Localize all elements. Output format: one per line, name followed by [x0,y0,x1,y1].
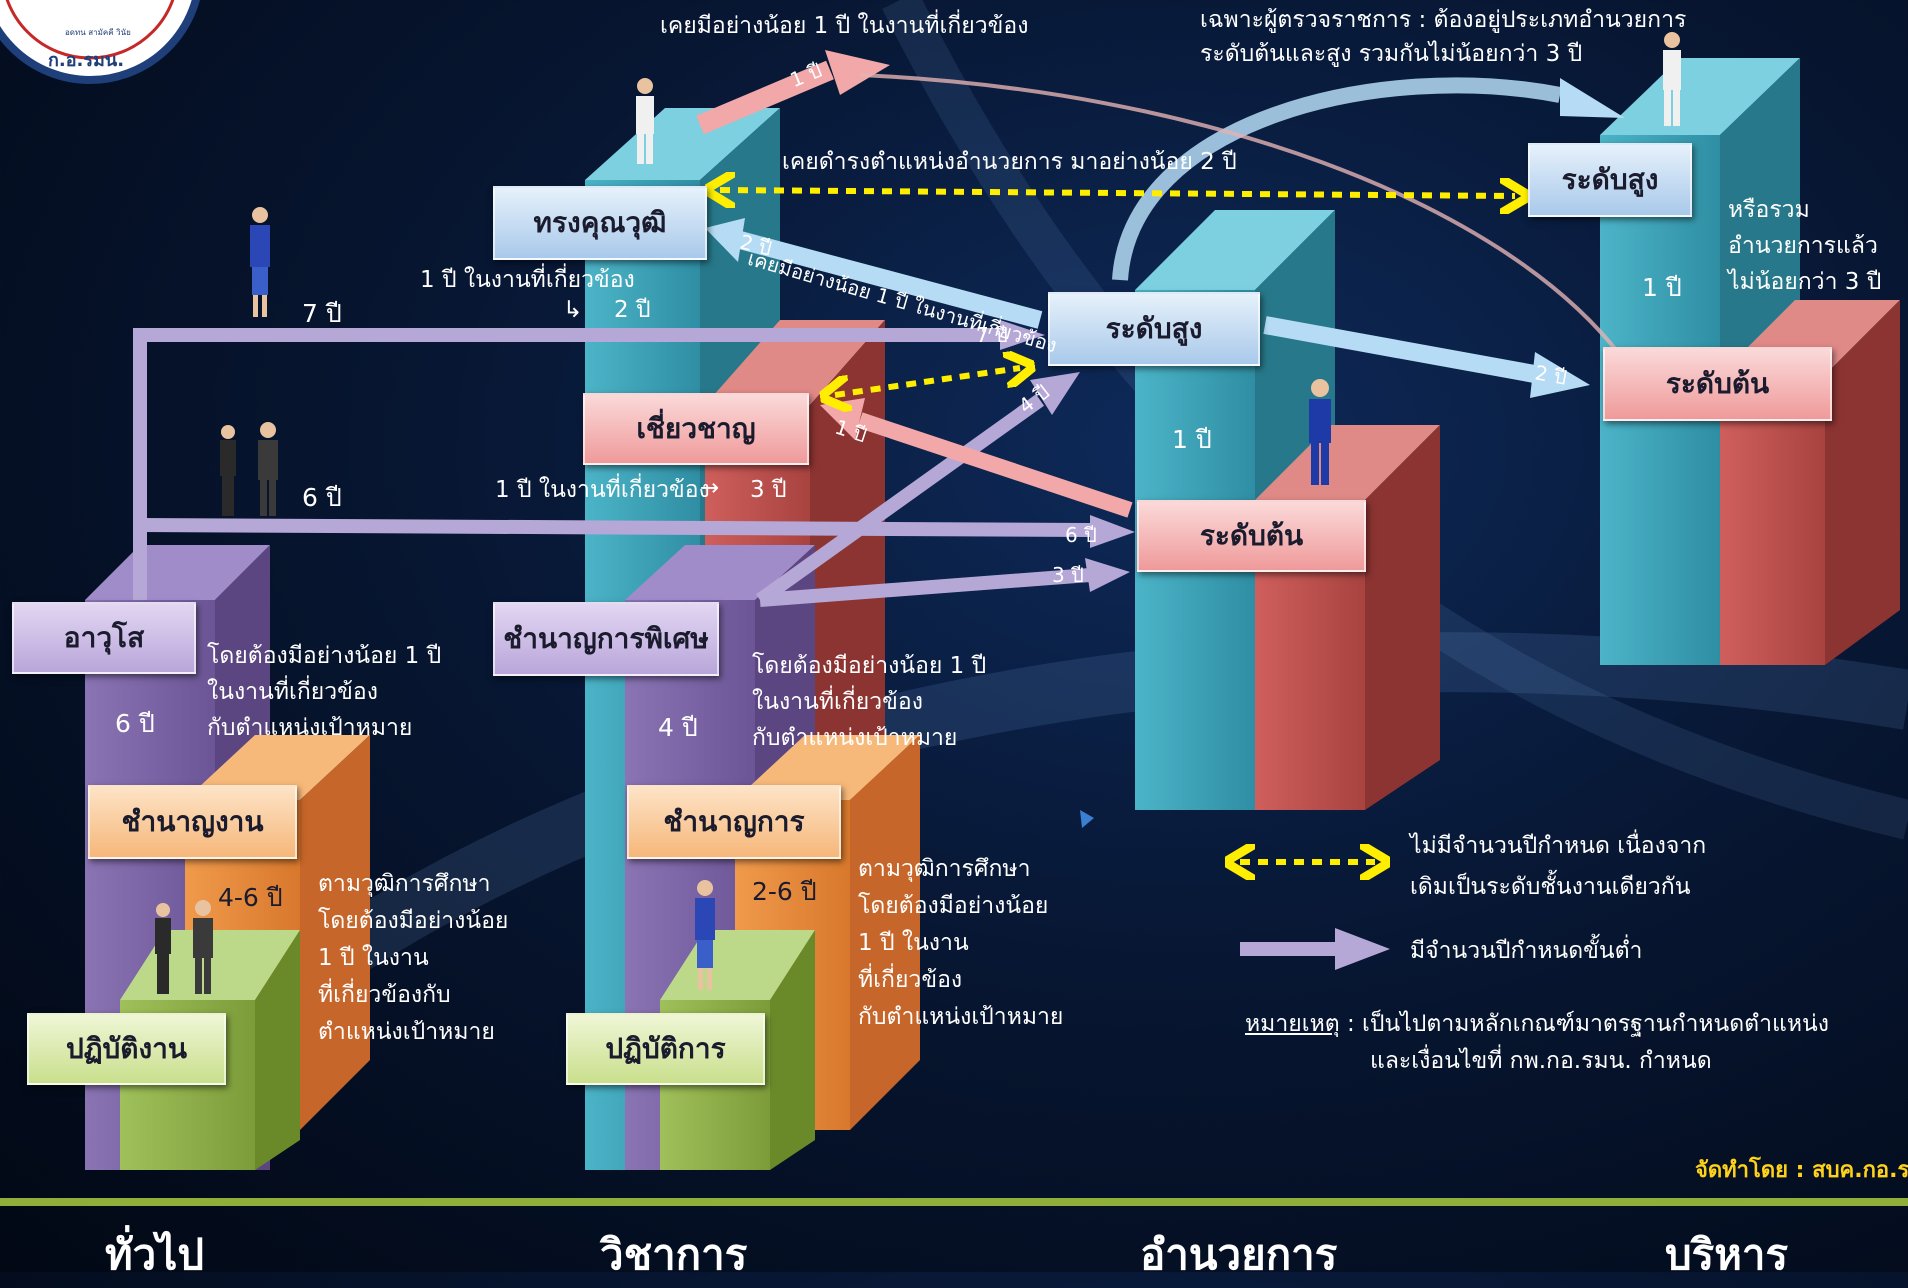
academic-skilled-box: ชำนาญการ [627,785,841,859]
arrow-label-3: 3 ปี [1052,563,1084,587]
note-line-1: หมายเหตุ : เป็นไปตามหลักเกณฑ์มาตรฐานกำหน… [1245,1010,1829,1040]
general-6yr-arrow [139,515,1135,548]
qualified-note-years: 2 ปี [614,297,651,323]
person-couple-2-icon [148,898,228,1002]
logo-small-text: อดทน สามัคคี วินัย [65,28,131,37]
year-6-bar: 6 ปี [115,709,155,738]
legend-dashed-text-2: เดิมเป็นระดับชั้นงานเดียวกัน [1410,874,1691,900]
general-note-1: โดยต้องมีอย่างน้อย 1 ปี [207,643,442,669]
top-exec-text-1: เฉพาะผู้ตรวจราชการ : ต้องอยู่ประเภทอำนวย… [1200,7,1687,33]
academic-edu-2: โดยต้องมีอย่างน้อย [858,893,1049,919]
credit-text: จัดทำโดย : สบค.กอ.รมน. [1695,1158,1908,1183]
academic-note-2: ในงานที่เกี่ยวข้อง [752,689,923,715]
note-label: หมายเหตุ [1245,1011,1340,1037]
person-woman-blue-2-icon [688,878,722,997]
top-exec-text-2: ระดับต้นและสูง รวมกันไม่น้อยกว่า 3 ปี [1200,41,1583,67]
note-text-1: : เป็นไปตามหลักเกณฑ์มาตรฐานกำหนดตำแหน่ง [1339,1011,1829,1037]
academic-special-box: ชำนาญการพิเศษ [493,602,719,676]
legend-solid-arrow [1240,928,1390,970]
year-6-left: 6 ปี [302,483,342,512]
general-7yr-arrow [133,320,1045,600]
general-edu-2: โดยต้องมีอย่างน้อย [318,908,509,934]
logo: ก.อ.รมน. อดทน สามัคคี วินัย [0,0,210,100]
category-director: อำนวยการ [1140,1230,1338,1279]
general-practice-box: ปฏิบัติงาน [27,1013,226,1085]
academic-practice-box: ปฏิบัติการ [566,1013,765,1085]
person-man-white-suit-2-icon [1655,30,1689,134]
general-edu-5: ตำแหน่งเป้าหมาย [318,1019,495,1045]
top-academic-text: เคยมีอย่างน้อย 1 ปี ในงานที่เกี่ยวข้อง [660,13,1029,39]
expert-to-director-high-dashed [835,368,1020,395]
person-man-white-suit-icon [628,76,662,170]
expert-note-arrow-icon: → [700,475,720,501]
exec-high-box: ระดับสูง [1528,143,1692,217]
expert-note: 1 ปี ในงานที่เกี่ยวข้อง [495,477,710,503]
exec-note-3: ไม่น้อยกว่า 3 ปี [1728,269,1882,295]
person-man-blue-suit-icon [1300,378,1340,492]
legend-solid-text: มีจำนวนปีกำหนดขั้นต่ำ [1410,938,1643,964]
academic-edu-5: กับตำแหน่งเป้าหมาย [858,1004,1064,1030]
academic-4yr-arrow [755,372,1080,606]
general-note-3: กับตำแหน่งเป้าหมาย [207,715,413,741]
bottom-divider [0,1198,1908,1206]
academic-expert-box: เชี่ยวชาญ [583,393,809,465]
qualified-to-exec-1yr-arrow [696,50,890,135]
academic-3yr-arrow [759,558,1130,607]
qualified-note: 1 ปี ในงานที่เกี่ยวข้อง [420,267,635,293]
year-2-6: 2-6 ปี [752,877,817,906]
general-senior-box: อาวุโส [12,602,196,674]
arrow-label-6: 6 ปี [1065,523,1097,547]
exec-red-bar [1720,300,1900,665]
person-woman-blue-icon [243,205,277,324]
director-high-box: ระดับสูง [1048,292,1260,366]
general-note-2: ในงานที่เกี่ยวข้อง [207,679,378,705]
category-general: ทั่วไป [105,1230,205,1279]
top-arc-to-exec-low [859,73,1622,357]
person-couple-icon [213,420,293,524]
logo-text: ก.อ.รมน. [48,50,125,71]
category-academic: วิชาการ [600,1230,748,1279]
academic-note-3: กับตำแหน่งเป้าหมาย [752,725,958,751]
exec-note-1: หรือรวม [1728,197,1810,223]
legend-dashed-text-1: ไม่มีจำนวนปีกำหนด เนื่องจาก [1410,833,1707,859]
category-executive: บริหาร [1665,1230,1789,1279]
general-edu-1: ตามวุฒิการศึกษา [318,871,491,897]
exec-note-2: อำนวยการแล้ว [1728,233,1878,259]
general-skilled-box: ชำนาญงาน [88,785,297,859]
arrow-label-2b: 2 ปี [1533,360,1569,390]
director-low-box: ระดับต้น [1137,500,1366,572]
academic-edu-1: ตามวุฒิการศึกษา [858,856,1031,882]
academic-note-1: โดยต้องมีอย่างน้อย 1 ปี [752,653,987,679]
year-4-bar: 4 ปี [658,713,698,742]
year-1-director: 1 ปี [1172,425,1212,454]
exec-low-box: ระดับต้น [1603,347,1832,421]
small-triangle-marker [1080,810,1094,828]
year-4-6: 4-6 ปี [218,883,283,912]
director-red-bar [1255,425,1440,810]
general-edu-3: 1 ปี ในงาน [318,945,429,971]
general-edu-4: ที่เกี่ยวข้องกับ [318,982,451,1008]
expert-note-years: 3 ปี [750,477,787,503]
director-high-to-qualified-arrow [705,218,1043,329]
year-7-left: 7 ปี [302,299,342,328]
arrow-label-7: 7 ปี [976,323,1008,347]
note-line-2: และเงื่อนไขที่ กพ.กอ.รมน. กำหนด [1370,1048,1712,1074]
academic-edu-3: 1 ปี ในงาน [858,930,969,956]
academic-edu-4: ที่เกี่ยวข้อง [858,967,963,993]
director-2yrs-text: เคยดำรงตำแหน่งอำนวยการ มาอย่างน้อย 2 ปี [782,149,1237,175]
director-to-exec-high-curve [1112,77,1625,281]
academic-qualified-box: ทรงคุณวุฒิ [493,186,707,260]
director-high-to-exec-low-arrow [1263,316,1590,398]
qualified-note-arrow-icon: ↳ [563,297,583,323]
director-to-exec-high-dashed [720,190,1515,196]
year-1-exec: 1 ปี [1642,273,1682,302]
